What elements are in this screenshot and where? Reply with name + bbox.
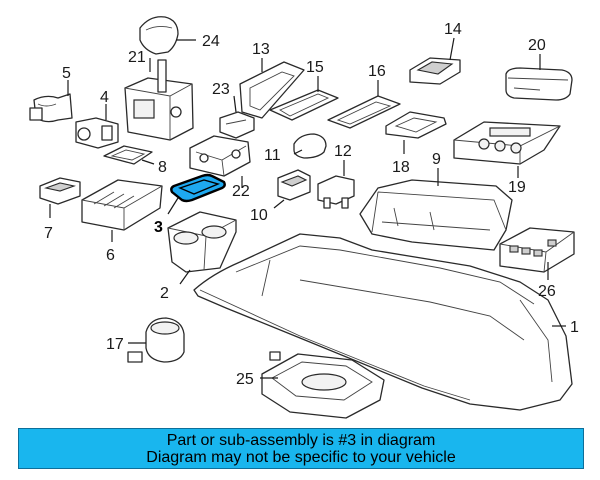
part-3-highlighted-liner[interactable]	[170, 173, 226, 203]
part-11-button[interactable]	[293, 133, 327, 159]
part-6-module[interactable]	[81, 179, 163, 231]
callout-9: 9	[432, 151, 441, 168]
part-16-mat[interactable]	[327, 95, 401, 129]
callout-4: 4	[100, 89, 109, 106]
callout-7: 7	[44, 225, 53, 242]
part-4-actuator[interactable]	[75, 117, 119, 149]
callout-labels: 24 21 5 4 8 7 6 23 22 3 2 13 15 16 14 20…	[44, 21, 579, 388]
part-8-pad[interactable]	[103, 145, 153, 165]
callout-15: 15	[306, 59, 324, 76]
callout-24: 24	[202, 33, 220, 50]
part-14-trim-piece[interactable]	[409, 57, 461, 85]
parts-diagram: 24 21 5 4 8 7 6 23 22 3 2 13 15 16 14 20…	[29, 16, 579, 419]
part-22-mounting-bracket[interactable]	[189, 135, 251, 177]
part-5-bracket[interactable]	[29, 93, 73, 123]
part-9-storage-bin[interactable]	[359, 179, 513, 251]
callout-17: 17	[106, 336, 124, 353]
callout-21: 21	[128, 49, 146, 66]
part-13-bezel-frame[interactable]	[239, 61, 305, 119]
callout-13: 13	[252, 41, 270, 58]
callout-18: 18	[392, 159, 410, 176]
callout-1: 1	[570, 319, 579, 336]
leader-lines	[49, 37, 566, 379]
part-19-switch-panel[interactable]	[453, 121, 561, 165]
part-26-switch-bank[interactable]	[499, 227, 575, 273]
callout-3: 3	[154, 219, 163, 236]
callout-8: 8	[158, 159, 167, 176]
part-24-shift-knob[interactable]	[139, 16, 179, 55]
callout-12: 12	[334, 143, 352, 160]
part-20-cover[interactable]	[505, 67, 573, 101]
callout-10: 10	[250, 207, 268, 224]
callout-20: 20	[528, 37, 546, 54]
callout-19: 19	[508, 179, 526, 196]
banner-line-2: Diagram may not be specific to your vehi…	[146, 448, 456, 466]
part-17-sensor[interactable]	[127, 317, 185, 363]
banner-line-1: Part or sub-assembly is #3 in diagram	[166, 431, 436, 449]
callout-11: 11	[264, 147, 281, 164]
part-7-switch[interactable]	[39, 177, 81, 205]
callout-14: 14	[444, 21, 462, 38]
part-21-shifter-assembly[interactable]	[124, 59, 194, 141]
part-10-switch[interactable]	[277, 169, 311, 201]
callout-16: 16	[368, 63, 386, 80]
callout-6: 6	[106, 247, 115, 264]
part-23-bracket[interactable]	[219, 111, 255, 139]
part-1-console-housing[interactable]	[193, 233, 573, 411]
part-15-mat[interactable]	[269, 89, 339, 121]
part-25-base-plate[interactable]	[261, 351, 385, 419]
part-2-cup-holder[interactable]	[167, 211, 237, 273]
info-banner: Part or sub-assembly is #3 in diagram Di…	[18, 428, 584, 469]
part-18-tray[interactable]	[385, 111, 447, 139]
callout-26: 26	[538, 283, 556, 300]
callout-23: 23	[212, 81, 230, 98]
callout-5: 5	[62, 65, 71, 82]
part-12-clip[interactable]	[317, 175, 355, 209]
callout-2: 2	[160, 285, 169, 302]
callout-25: 25	[236, 371, 254, 388]
callout-22: 22	[232, 183, 250, 200]
